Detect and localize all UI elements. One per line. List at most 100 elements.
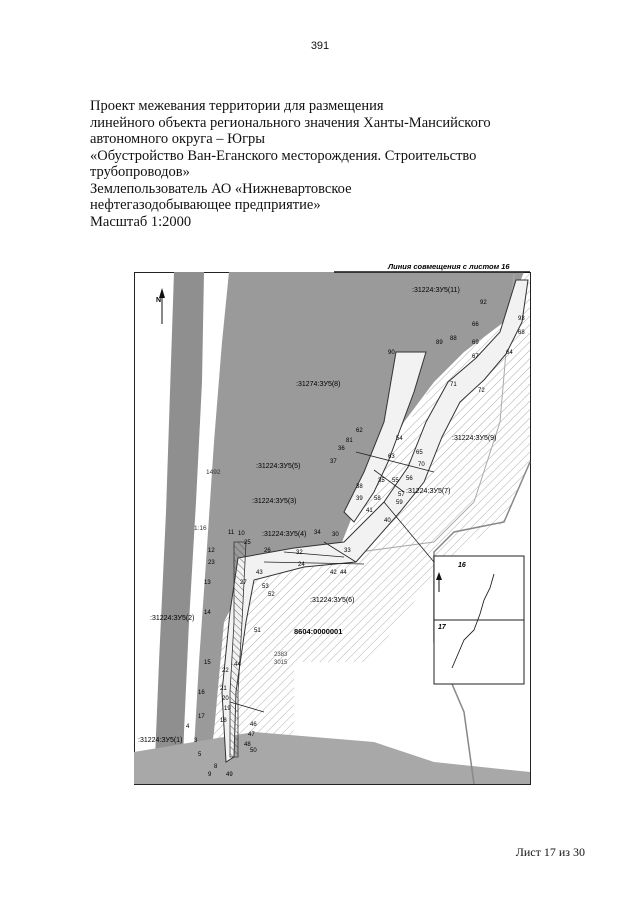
point-label: 52 [268,592,275,598]
point-label: 22 [222,668,229,674]
point-label: 14 [204,610,211,616]
point-label: 55 [392,478,399,484]
point-label: 72 [478,388,485,394]
point-label: 36 [338,446,345,452]
point-label: 50 [250,748,257,754]
point-label: 54 [396,436,403,442]
inset-sheet-label: 17 [438,624,447,631]
point-label: 9 [208,772,212,778]
point-label: 33 [344,548,351,554]
point-label: 27 [240,580,247,586]
point-label: 5 [198,752,202,758]
sheet-label: Лист 17 из 30 [515,845,585,859]
point-label: 70 [418,462,425,468]
inset-sheet-label: 16 [458,562,466,569]
point-label: 92 [480,300,487,306]
point-label: 71 [450,382,457,388]
parcel-label: :31274:ЗУ5(8) [296,381,340,388]
point-label: 41 [366,508,373,514]
point-label: 23 [208,560,215,566]
point-label: 68 [518,330,525,336]
point-label: 4 [186,724,190,730]
point-label: 53 [262,584,269,590]
parcel-label: :31224:ЗУ5(5) [256,463,300,470]
point-label: 65 [416,450,423,456]
area-label: 2383 [274,652,288,658]
point-label: 62 [356,428,363,434]
boundary-line-right [433,461,531,785]
point-label: 58 [374,496,381,502]
point-label: 48 [244,742,251,748]
title-line: линейного объекта регионального значения… [90,114,491,131]
north-label: N [156,297,161,304]
north-arrow-icon [436,572,442,580]
point-label: 63 [388,454,395,460]
point-label: 25 [244,540,251,546]
point-label: 56 [406,476,413,482]
point-label: 24 [298,562,305,568]
point-label: 11 [228,530,235,536]
title-line: «Обустройство Ван-Еганского месторождени… [90,147,477,164]
area-label: 3015 [274,660,288,666]
point-label: 19 [224,706,231,712]
point-label: 21 [220,686,227,692]
point-label: 26 [264,548,271,554]
point-label: 39 [356,496,363,502]
point-label: 90 [388,350,395,356]
sheet-inset: 16 17 [433,555,525,685]
point-label: 66 [472,322,479,328]
grey-area-main [192,272,524,784]
inset-route-line [451,573,495,669]
point-label: 10 [238,531,245,537]
point-label: 44 [234,662,241,668]
title-line: Землепользователь АО «Нижневартовское [90,180,352,197]
point-label: 81 [346,438,353,444]
area-label: 1492 [206,469,221,476]
point-label: 30 [332,532,339,538]
grey-area-left [154,272,204,784]
point-label: 18 [220,718,227,724]
point-label: 16 [198,690,205,696]
parcel-label: :31224:ЗУ5(11) [412,287,460,294]
parcel-label: :31224:ЗУ5(3) [252,498,296,505]
parcel-lines [229,451,435,713]
point-label: 89 [436,340,443,346]
point-labels: 92 93 66 68 88 69 89 64 67 90 71 72 62 5… [186,300,525,778]
point-label: 37 [330,459,337,465]
point-label: 42 [330,570,337,576]
parcel-label: :31224:ЗУ5(4) [262,531,306,538]
point-label: 49 [226,772,233,778]
point-label: 35 [378,478,385,484]
point-label: 67 [472,354,479,360]
match-line-label: Линия совмещения с листом 16 [387,262,510,271]
point-label: 13 [204,580,211,586]
scale-line: Масштаб 1:2000 [90,213,192,230]
point-label: 47 [248,732,255,738]
parcel-label: :31224:ЗУ5(2) [150,615,194,622]
point-label: 44 [340,570,347,576]
corridor-spur [343,351,427,523]
point-label: 34 [314,530,321,536]
point-label: 40 [384,518,391,524]
page-number: 391 [310,40,330,52]
point-label: 17 [198,714,205,720]
point-label: 3 [194,738,198,744]
north-arrow-icon: N [156,288,165,324]
point-label: 57 [398,492,405,498]
point-label: 64 [506,350,513,356]
title-line: автономного округа – Югры [90,131,266,147]
point-label: 43 [256,570,263,576]
point-label: 46 [250,722,257,728]
point-label: 12 [208,548,215,554]
survey-map: Линия совмещения с листом 16 N :31224:ЗУ… [134,262,531,785]
title-line: трубопроводов» [90,164,190,180]
point-label: 59 [396,500,403,506]
point-label: 93 [518,316,525,322]
point-label: 38 [356,484,363,490]
cadastral-block-label: 8604:0000001 [294,627,342,636]
parcel-label: :31224:ЗУ5(1) [138,737,182,744]
parcel-label: :31224:ЗУ5(9) [452,435,496,442]
parcel-label: :31224:ЗУ5(6) [310,597,354,604]
point-label: 15 [204,660,211,666]
point-label: 20 [222,696,229,702]
